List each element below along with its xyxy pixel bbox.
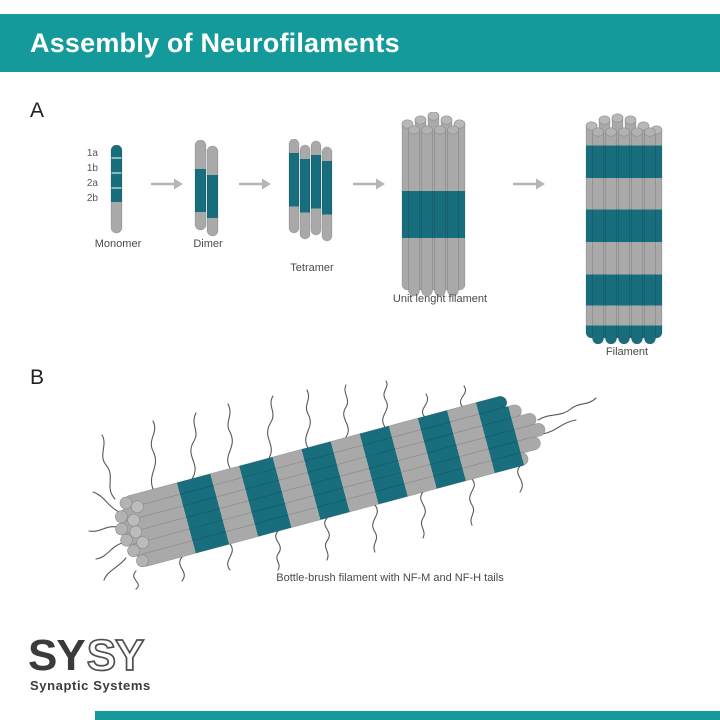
stage-label-unit-length-filament: Unit lenght filament	[392, 293, 488, 305]
subunit-label-1b: 1b	[86, 163, 98, 174]
unit-length-filament-illustration	[401, 112, 466, 297]
stage-label-dimer: Dimer	[193, 238, 223, 250]
filament-illustration	[585, 113, 663, 344]
arrow-icon	[353, 178, 385, 190]
nf-tails	[88, 380, 597, 590]
panel-a-label: A	[30, 99, 45, 122]
arrow-icon	[513, 178, 545, 190]
sysy-logo-solid: SY	[28, 631, 86, 680]
stage-label-tetramer: Tetramer	[290, 262, 334, 274]
stage-label-monomer: Monomer	[94, 238, 142, 250]
bottle-brush-filament-illustration	[88, 380, 597, 590]
dimer-illustration	[194, 140, 219, 237]
arrow-icon	[151, 178, 183, 190]
arrow-icon	[239, 178, 271, 190]
subunit-label-1a: 1a	[86, 148, 98, 159]
sysy-logo: SYSY	[28, 631, 145, 680]
monomer-illustration	[110, 145, 123, 234]
sysy-logo-outline: SY	[86, 631, 145, 680]
panel-b-label: B	[30, 366, 45, 389]
subunit-label-2b: 2b	[86, 193, 98, 204]
header-bar: Assembly of Neurofilaments	[0, 14, 720, 72]
subunit-label-2a: 2a	[86, 178, 98, 189]
logo-tagline: Synaptic Systems	[30, 678, 151, 693]
bottle-brush-caption: Bottle-brush filament with NF-M and NF-H…	[276, 572, 504, 584]
tetramer-illustration	[288, 139, 333, 242]
stage-label-filament: Filament	[605, 346, 649, 358]
monomer-subunit-labels: 1a 1b 2a 2b	[76, 146, 98, 206]
page-title: Assembly of Neurofilaments	[30, 27, 400, 58]
bottom-accent-bar	[95, 711, 720, 720]
